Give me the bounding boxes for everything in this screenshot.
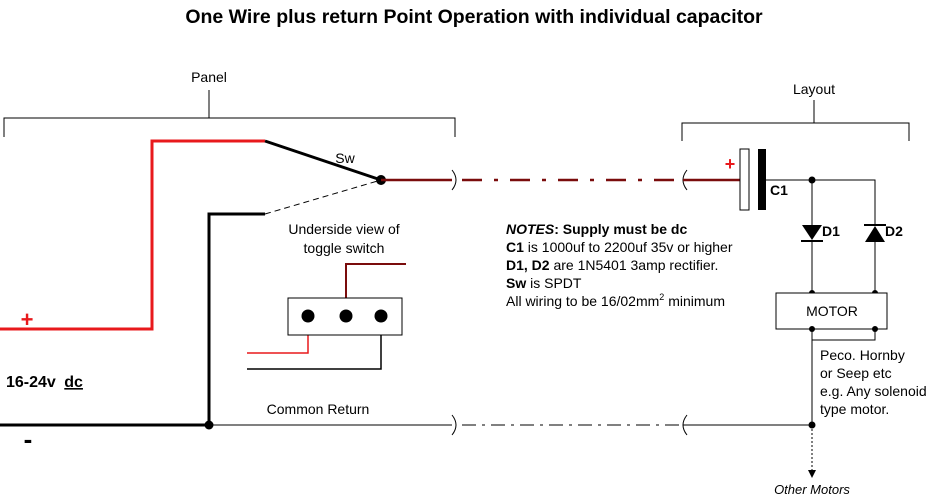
motor-return-link (812, 329, 876, 341)
underside-view-label-2: toggle switch (304, 240, 385, 256)
layout-label: Layout (793, 81, 835, 97)
diode-d1-label: D1 (822, 223, 840, 239)
notes-wiring-text: All wiring to be 16/02mm (506, 293, 659, 309)
switch-lever (264, 139, 382, 182)
notes-c1-text: is 1000uf to 2200uf 35v or higher (524, 239, 733, 255)
notes-heading: NOTES (506, 221, 555, 237)
notes-wiring-line: All wiring to be 16/02mm2 minimum (506, 292, 725, 309)
switch-label: Sw (335, 150, 355, 166)
notes-switch-key: Sw (506, 275, 526, 291)
common-return-label: Common Return (267, 401, 370, 417)
capacitor-label: C1 (770, 182, 788, 198)
wire-break-left-2 (451, 414, 457, 436)
motor-example-line: Peco. Hornby (820, 347, 905, 363)
motor-example-line: type motor. (820, 401, 889, 417)
switch-alt-position (264, 179, 382, 215)
motor-examples: Peco. Hornby or Seep etc e.g. Any soleno… (820, 347, 927, 417)
other-motors-label: Other Motors (774, 482, 850, 497)
motor-label: MOTOR (806, 303, 858, 319)
motor-example-line: or Seep etc (820, 365, 892, 381)
notes-heading-rest: : Supply must be dc (554, 221, 687, 237)
notes-wiring-tail: minimum (664, 293, 725, 309)
switch-return-wire (207, 212, 265, 425)
diode-d2-label: D2 (885, 223, 903, 239)
notes-switch-text: is SPDT (526, 275, 582, 291)
panel-label: Panel (191, 69, 227, 85)
diagram-title: One Wire plus return Point Operation wit… (185, 6, 763, 28)
positive-supply-wire (0, 139, 265, 331)
notes-c1-key: C1 (506, 239, 524, 255)
wire-break-left-1 (451, 169, 457, 191)
capacitor-plus-sign: + (725, 154, 736, 174)
other-motors-arrow-icon (808, 470, 816, 478)
underside-view-label-1: Underside view of (288, 221, 399, 237)
notes-diodes-text: are 1N5401 3amp rectifier. (550, 257, 719, 273)
positive-terminal-sign: + (21, 307, 34, 332)
motor-box (775, 292, 888, 330)
toggle-switch-underside (247, 263, 406, 370)
supply-voltage-label: 16-24v dc (6, 374, 83, 391)
supply-voltage-value: 16-24v (6, 374, 56, 391)
capacitor-c1 (739, 148, 766, 211)
panel-bracket (3, 90, 456, 137)
diode-d2 (864, 224, 886, 293)
motor-example-line: e.g. Any solenoid (820, 383, 927, 399)
notes-block: NOTES: Supply must be dc C1 is 1000uf to… (506, 221, 733, 309)
notes-heading-line: NOTES: Supply must be dc (506, 221, 687, 237)
notes-diodes-key: D1, D2 (506, 257, 550, 273)
layout-bracket (681, 100, 910, 141)
notes-diodes-line: D1, D2 are 1N5401 3amp rectifier. (506, 257, 718, 273)
supply-type: dc (64, 374, 83, 391)
notes-c1-line: C1 is 1000uf to 2200uf 35v or higher (506, 239, 733, 255)
notes-wiring-superscript: 2 (659, 292, 664, 302)
negative-terminal-sign: - (24, 424, 33, 454)
diode-d1 (801, 180, 823, 293)
top-bus-wire (766, 179, 876, 225)
notes-switch-line: Sw is SPDT (506, 275, 582, 291)
